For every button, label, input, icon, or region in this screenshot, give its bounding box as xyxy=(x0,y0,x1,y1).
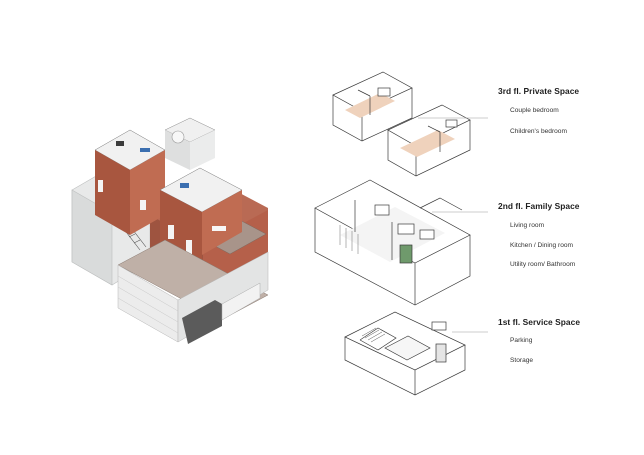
label-couple-bedroom: Couple bedroom xyxy=(510,107,559,114)
floor-2-model xyxy=(314,179,471,306)
section-title-2nd-floor: 2nd fl. Family Space xyxy=(498,201,580,211)
label-living-room: Living room xyxy=(510,222,545,229)
house-axonometric xyxy=(71,117,269,344)
label-parking: Parking xyxy=(510,337,533,344)
floor-1-model xyxy=(344,311,466,396)
label-kitchen-dining-room: Kitchen / Dining room xyxy=(510,242,574,249)
ground-floor-base xyxy=(117,239,269,344)
section-title-3rd-floor: 3rd fl. Private Space xyxy=(498,86,580,96)
label-storage: Storage xyxy=(510,357,534,364)
label-childrens-bedroom: Children's bedroom xyxy=(510,128,567,135)
section-title-1st-floor: 1st fl. Service Space xyxy=(498,317,581,327)
floor-3-model xyxy=(332,71,471,177)
label-utility-room-bathroom: Utility room/ Bathroom xyxy=(510,261,576,268)
brick-tower-left xyxy=(94,129,166,235)
leader-lines xyxy=(418,117,488,333)
